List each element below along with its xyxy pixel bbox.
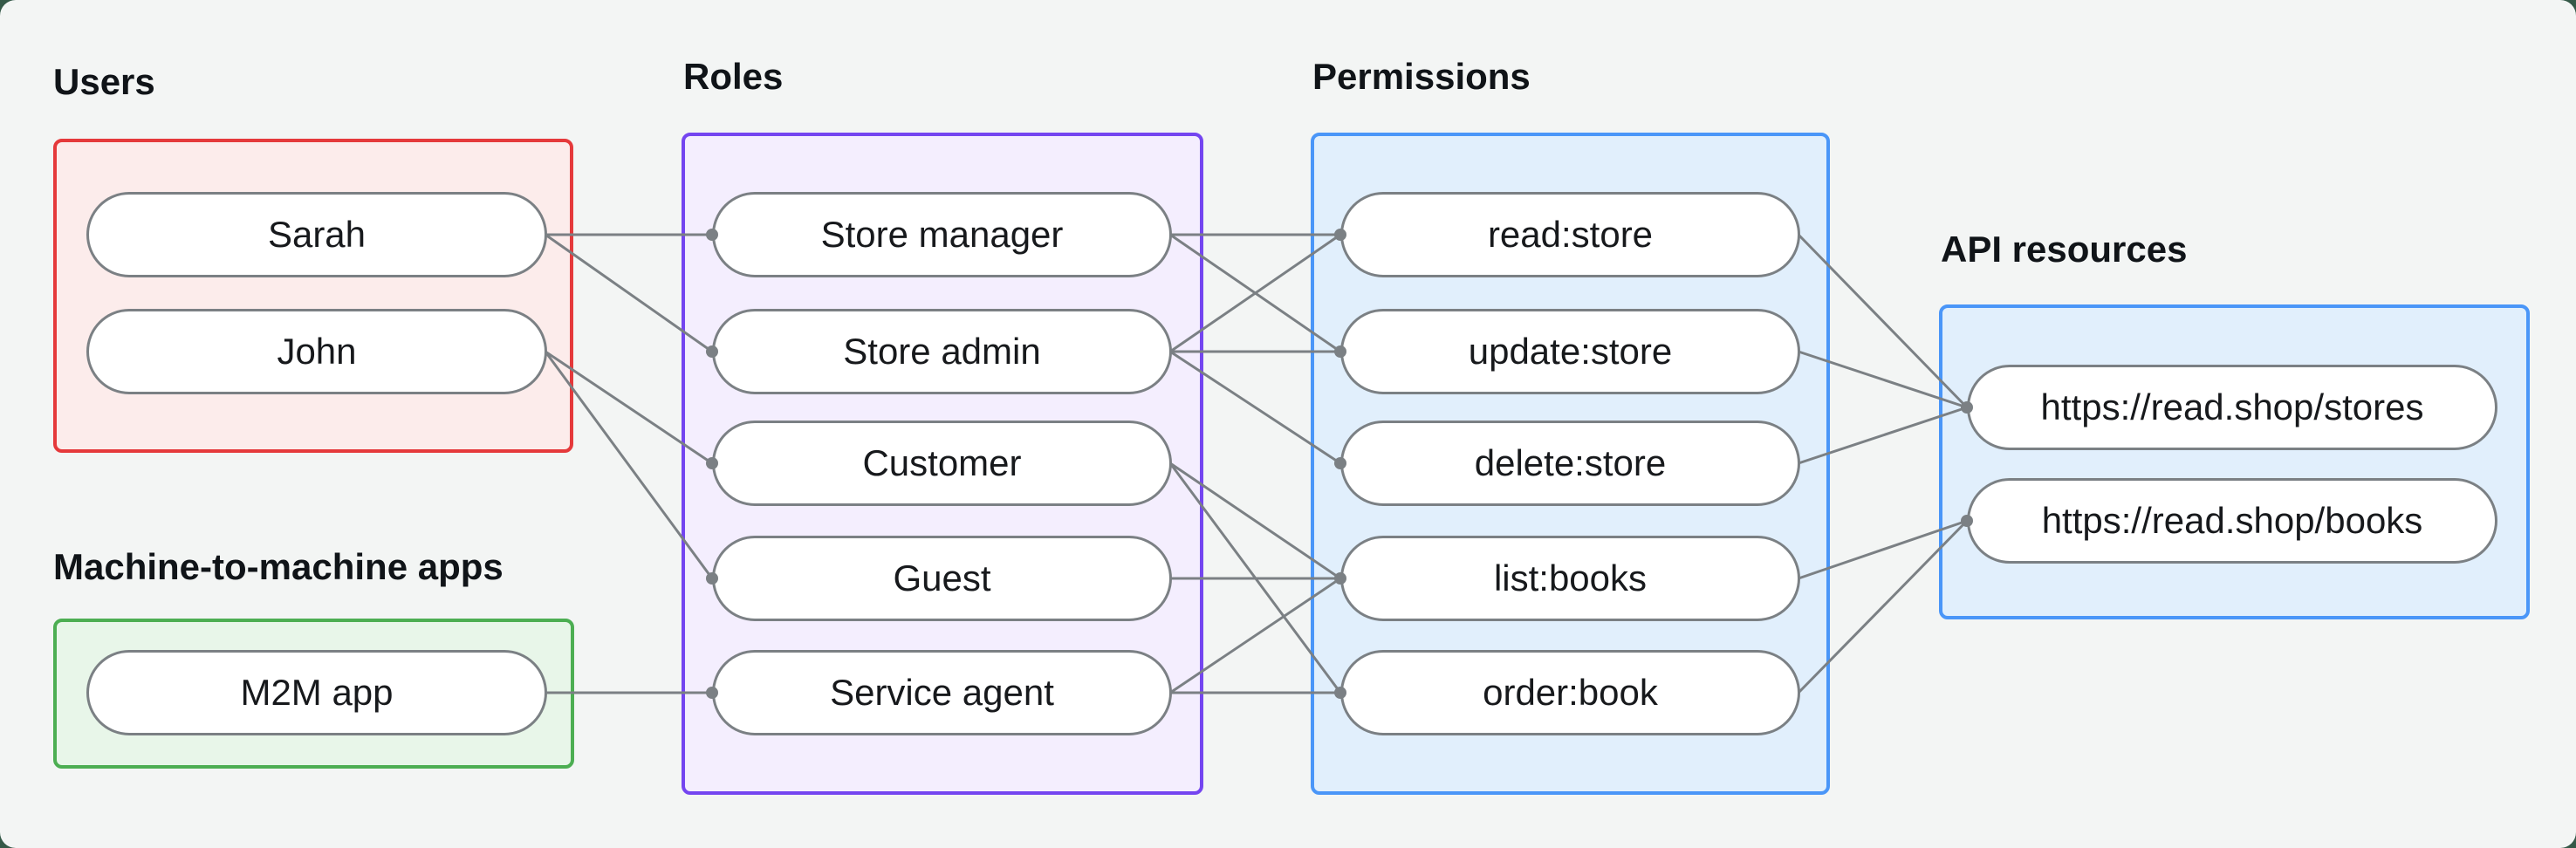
node-m2m-app: M2M app bbox=[86, 650, 547, 735]
node-sarah: Sarah bbox=[86, 192, 547, 277]
node-store-manager: Store manager bbox=[712, 192, 1172, 277]
roles-group-title: Roles bbox=[683, 56, 784, 97]
api-resources-group-title: API resources bbox=[1941, 229, 2188, 270]
users-group-box bbox=[53, 139, 573, 453]
users-group-title: Users bbox=[53, 61, 155, 102]
node-order-book: order:book bbox=[1340, 650, 1800, 735]
node-read-store: read:store bbox=[1340, 192, 1800, 277]
node-john: John bbox=[86, 309, 547, 394]
m2m-group-title: Machine-to-machine apps bbox=[53, 546, 504, 587]
permissions-group-title: Permissions bbox=[1312, 56, 1531, 97]
node-list-books: list:books bbox=[1340, 536, 1800, 621]
node-stores-api: https://read.shop/stores bbox=[1967, 365, 2497, 450]
node-guest: Guest bbox=[712, 536, 1172, 621]
node-delete-store: delete:store bbox=[1340, 421, 1800, 506]
node-customer: Customer bbox=[712, 421, 1172, 506]
node-store-admin: Store admin bbox=[712, 309, 1172, 394]
node-update-store: update:store bbox=[1340, 309, 1800, 394]
node-service-agent: Service agent bbox=[712, 650, 1172, 735]
api-resources-group-box bbox=[1939, 304, 2530, 619]
node-books-api: https://read.shop/books bbox=[1967, 478, 2497, 564]
